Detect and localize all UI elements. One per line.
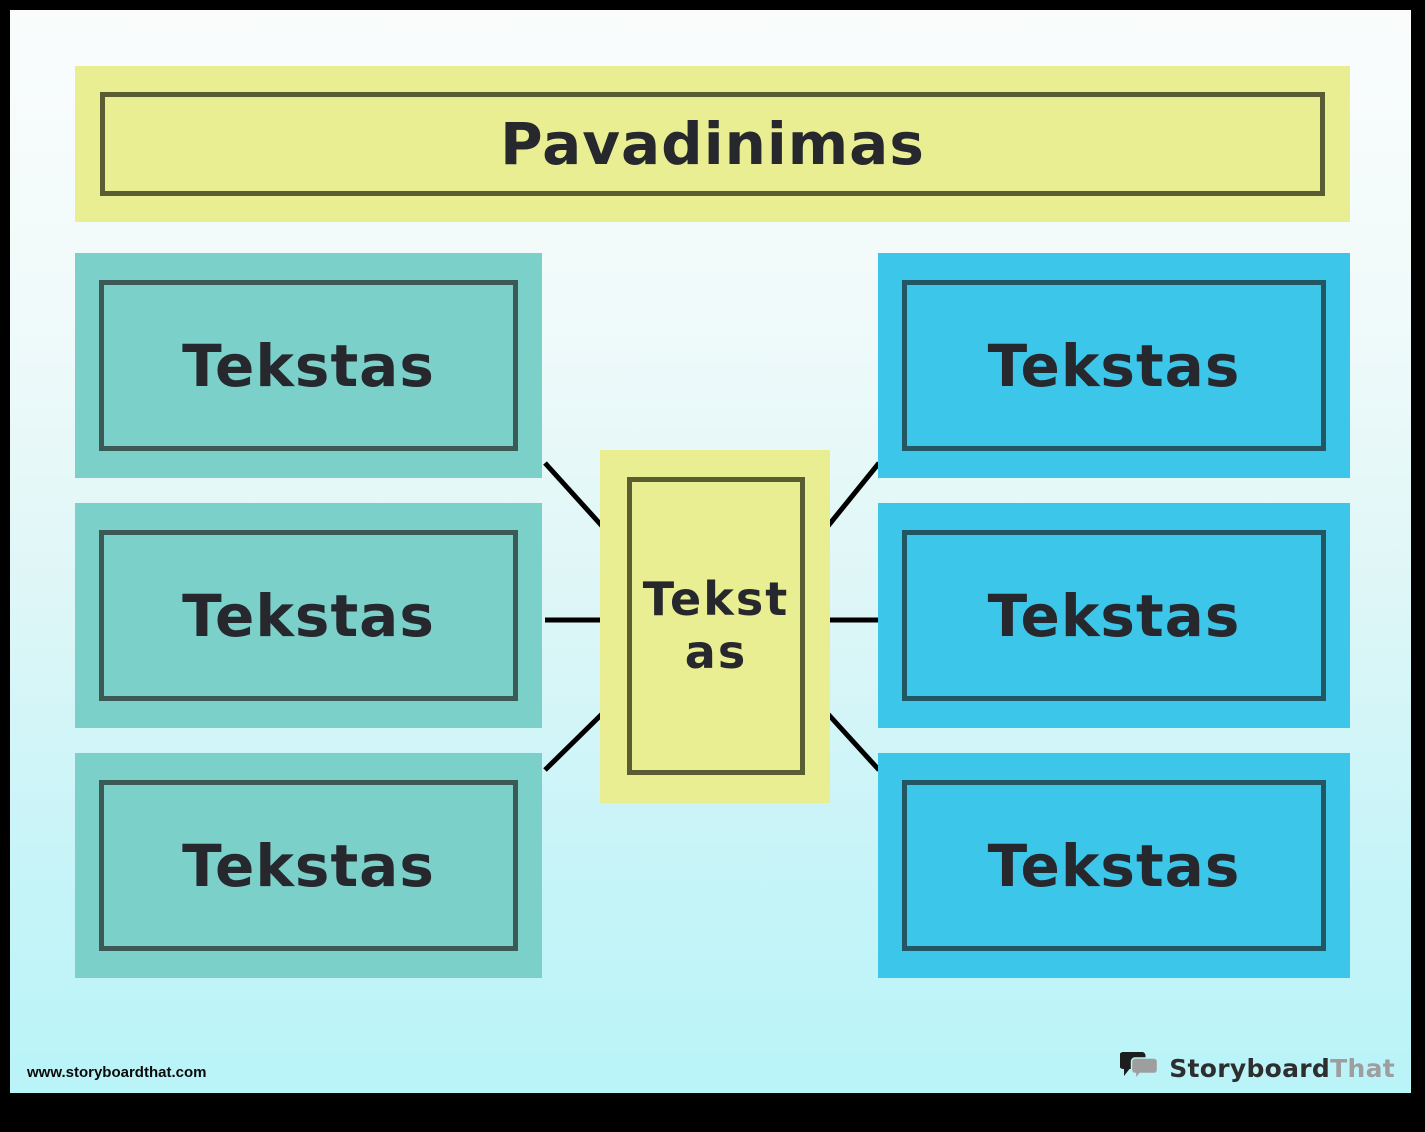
title-text: Pavadinimas	[500, 110, 925, 178]
left-node-1[interactable]: Tekstas	[75, 253, 542, 478]
right-node-3[interactable]: Tekstas	[878, 753, 1350, 978]
right-node-2-text: Tekstas	[987, 581, 1241, 650]
left-node-2-border: Tekstas	[99, 530, 518, 701]
right-node-3-text: Tekstas	[987, 831, 1241, 900]
footer-website-text: www.storyboardthat.com	[27, 1064, 207, 1081]
left-node-3-text: Tekstas	[182, 831, 435, 900]
right-node-3-border: Tekstas	[902, 780, 1326, 951]
left-node-1-border: Tekstas	[99, 280, 518, 451]
center-node-text: Tekstas	[642, 572, 790, 679]
left-node-2[interactable]: Tekstas	[75, 503, 542, 728]
right-node-2[interactable]: Tekstas	[878, 503, 1350, 728]
right-node-1-text: Tekstas	[987, 331, 1241, 400]
right-node-1-border: Tekstas	[902, 280, 1326, 451]
left-node-3[interactable]: Tekstas	[75, 753, 542, 978]
title-box-border: Pavadinimas	[100, 92, 1325, 196]
logo-wordmark: StoryboardThat	[1169, 1054, 1395, 1083]
center-node[interactable]: Tekstas	[600, 450, 830, 803]
left-node-1-text: Tekstas	[182, 331, 435, 400]
speech-bubbles-icon	[1120, 1052, 1159, 1081]
worksheet-page: Pavadinimas Tekstas Tekstas Tekstas Teks…	[10, 10, 1411, 1093]
right-node-1[interactable]: Tekstas	[878, 253, 1350, 478]
left-node-3-border: Tekstas	[99, 780, 518, 951]
center-node-border: Tekstas	[627, 477, 805, 775]
logo-text-secondary: That	[1330, 1053, 1395, 1083]
left-node-2-text: Tekstas	[182, 581, 435, 650]
title-box[interactable]: Pavadinimas	[75, 66, 1350, 222]
right-node-2-border: Tekstas	[902, 530, 1326, 701]
logo-text-primary: Storyboard	[1169, 1053, 1331, 1083]
storyboardthat-logo: StoryboardThat	[1120, 1051, 1395, 1085]
